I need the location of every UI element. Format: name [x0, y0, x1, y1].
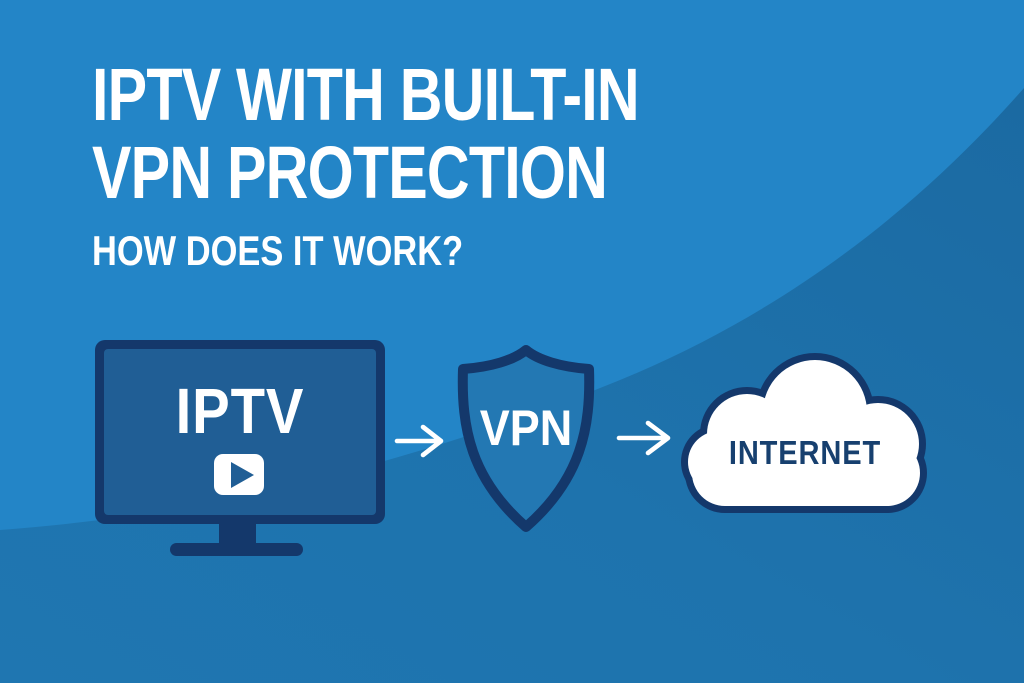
arrow-right-icon — [394, 424, 444, 458]
tv-icon: IPTV — [95, 340, 385, 524]
play-triangle — [231, 461, 254, 488]
iptv-label: IPTV — [175, 375, 305, 447]
cloud-body — [688, 360, 920, 506]
vpn-label: VPN — [479, 400, 573, 456]
internet-label: INTERNET — [728, 434, 882, 471]
play-icon — [214, 454, 264, 495]
tv-screen: IPTV — [104, 349, 376, 515]
subtitle: HOW DOES IT WORK? — [92, 227, 464, 274]
tv-stand-base — [170, 543, 303, 556]
cloud-icon — [681, 353, 927, 513]
vpn-node: VPN — [450, 343, 602, 535]
internet-node: INTERNET — [677, 344, 933, 520]
title-line-1: IPTV WITH BUILT-IN — [92, 53, 640, 136]
tv-stand-neck — [219, 522, 256, 545]
title-line-2: VPN PROTECTION — [92, 131, 608, 214]
shield-icon — [457, 345, 595, 532]
background-swoosh — [0, 88, 1024, 683]
arrow-right-icon — [616, 420, 671, 456]
